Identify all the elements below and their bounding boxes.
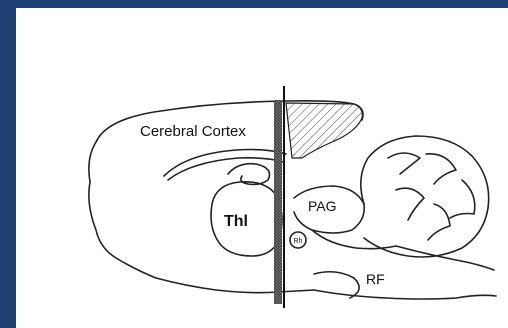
cerebellum-folia-2: [426, 154, 456, 184]
cerebellum-outline: [361, 136, 489, 257]
cerebellum-folia-4: [396, 188, 424, 220]
thalamus-label: Thl: [224, 213, 248, 230]
cerebellum-folia-3: [450, 180, 475, 218]
brainstem-outline: [314, 290, 496, 299]
rf-label: RF: [366, 271, 385, 287]
pag-label: PAG: [308, 198, 337, 214]
cerebral-cortex-label: Cerebral Cortex: [140, 123, 246, 140]
cerebellum-folia-5: [428, 204, 450, 240]
cerebellum-folia-1: [388, 153, 420, 174]
diagram-panel: Rh Cerebral Cortex Thl PAG RF: [16, 8, 508, 328]
lesion-band: [274, 100, 282, 304]
hatched-cortex-region: [286, 103, 362, 158]
brain-sagittal-diagram: Rh Cerebral Cortex Thl PAG RF: [16, 8, 508, 328]
brainstem-upper: [396, 246, 494, 270]
small-nucleus-label: Rh: [294, 238, 303, 245]
